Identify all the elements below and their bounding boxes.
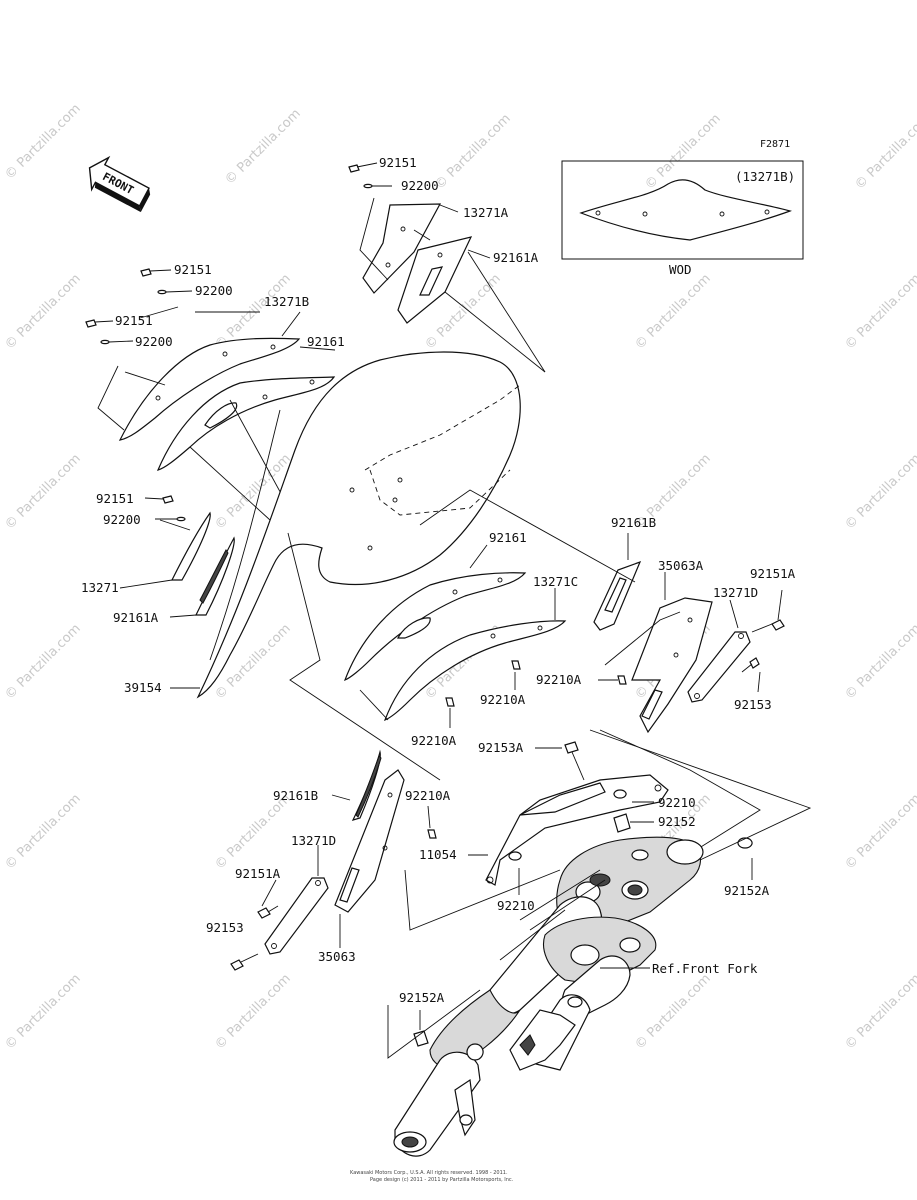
watermark: © Partzilla.com xyxy=(212,971,294,1053)
windshield xyxy=(170,351,521,781)
part-label[interactable]: 92151 xyxy=(174,262,212,277)
part-labels: 92151 92200 13271A 92161A 92151 92200 13… xyxy=(81,155,796,1005)
watermark: © Partzilla.com xyxy=(2,971,84,1053)
part-label[interactable]: 92210 xyxy=(497,898,535,913)
lower-left-bracket-group xyxy=(230,749,561,971)
inset-part-label: (13271B) xyxy=(735,169,795,184)
part-label[interactable]: 92161B xyxy=(611,515,656,530)
front-fork-assembly xyxy=(387,836,704,1157)
copyright-line: Kawasaki Motors Corp., U.S.A. All rights… xyxy=(350,1170,508,1176)
part-label[interactable]: 13271A xyxy=(463,205,509,220)
part-label[interactable]: 13271 xyxy=(81,580,119,595)
part-label[interactable]: 92210A xyxy=(411,733,457,748)
part-label[interactable]: 35063 xyxy=(318,949,356,964)
part-label[interactable]: 92153 xyxy=(206,920,244,935)
part-label[interactable]: 92151 xyxy=(115,313,153,328)
watermark: © Partzilla.com xyxy=(222,106,304,188)
figure-code: F2871 xyxy=(760,139,790,150)
left-lower-trim-group xyxy=(119,495,235,618)
part-label[interactable]: 92153 xyxy=(734,697,772,712)
watermark: © Partzilla.com xyxy=(2,271,84,353)
wod-inset: (13271B) WOD xyxy=(561,160,804,277)
left-upper-trim-group xyxy=(85,268,336,521)
watermark: © Partzilla.com xyxy=(2,791,84,873)
part-label[interactable]: 13271C xyxy=(533,574,578,589)
part-label[interactable]: 92152 xyxy=(658,814,696,829)
top-bracket-group xyxy=(348,162,546,373)
part-label[interactable]: 92151 xyxy=(379,155,417,170)
part-label[interactable]: 92152A xyxy=(399,990,445,1005)
part-label[interactable]: 11054 xyxy=(419,847,457,862)
watermark: © Partzilla.com xyxy=(842,621,917,703)
part-label[interactable]: 92161 xyxy=(489,530,527,545)
middle-trim-group xyxy=(343,544,567,728)
part-label[interactable]: 92161A xyxy=(113,610,159,625)
part-label[interactable]: 92210A xyxy=(536,672,582,687)
part-label[interactable]: 92161A xyxy=(493,250,539,265)
part-label[interactable]: 92161B xyxy=(273,788,318,803)
part-label[interactable]: 13271B xyxy=(264,294,309,309)
watermark: © Partzilla.com xyxy=(2,621,84,703)
fork-bracket-group xyxy=(468,729,812,895)
part-label[interactable]: 92200 xyxy=(135,334,173,349)
watermark: © Partzilla.com xyxy=(842,451,917,533)
watermark: © Partzilla.com xyxy=(632,271,714,353)
part-label[interactable]: 92161 xyxy=(307,334,345,349)
copyright-line: Page design (c) 2011 - 2011 by Partzilla… xyxy=(370,1177,514,1183)
part-label[interactable]: 92210A xyxy=(405,788,451,803)
part-label[interactable]: 92200 xyxy=(195,283,233,298)
watermark: © Partzilla.com xyxy=(852,111,917,193)
part-label[interactable]: 35063A xyxy=(658,558,704,573)
watermark: © Partzilla.com xyxy=(632,971,714,1053)
watermark: © Partzilla.com xyxy=(842,971,917,1053)
part-label[interactable]: 92151A xyxy=(750,566,796,581)
part-label[interactable]: 92153A xyxy=(478,740,524,755)
part-label[interactable]: 92200 xyxy=(401,178,439,193)
watermark: © Partzilla.com xyxy=(212,791,294,873)
front-arrow-icon: FRONT xyxy=(88,155,151,213)
part-label[interactable]: 92151A xyxy=(235,866,281,881)
right-bracket-group xyxy=(419,489,785,734)
part-label[interactable]: 92210A xyxy=(480,692,526,707)
part-label[interactable]: 92152A xyxy=(724,883,770,898)
part-label[interactable]: 92210 xyxy=(658,795,696,810)
part-label[interactable]: 39154 xyxy=(124,680,162,695)
watermark: © Partzilla.com xyxy=(2,101,84,183)
watermark: © Partzilla.com xyxy=(842,271,917,353)
watermark: © Partzilla.com xyxy=(2,451,84,533)
part-label[interactable]: 92200 xyxy=(103,512,141,527)
part-label[interactable]: 92151 xyxy=(96,491,134,506)
watermark: © Partzilla.com xyxy=(432,111,514,193)
ref-front-fork-label[interactable]: Ref.Front Fork xyxy=(652,961,758,976)
watermark: © Partzilla.com xyxy=(842,791,917,873)
part-label[interactable]: 13271D xyxy=(291,833,336,848)
inset-caption: WOD xyxy=(669,262,692,277)
part-label[interactable]: 13271D xyxy=(713,585,758,600)
